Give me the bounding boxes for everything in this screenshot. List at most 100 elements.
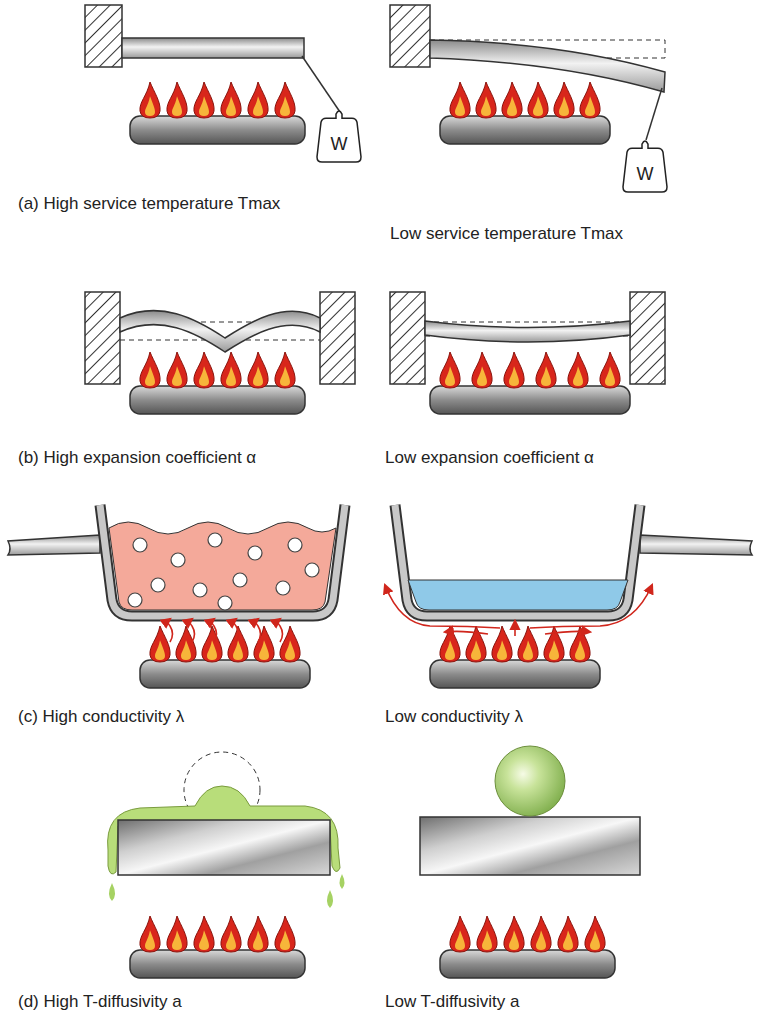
- flame-core: [471, 640, 481, 660]
- caption-label: Low T-diffusivity a: [385, 992, 520, 1012]
- caption-label: (b) High expansion coefficient α: [18, 448, 256, 468]
- pan-wall: [395, 505, 640, 616]
- flame: [194, 352, 214, 388]
- flame-core: [445, 366, 455, 386]
- flame: [140, 352, 160, 388]
- flame-core: [536, 930, 546, 950]
- flame: [504, 352, 524, 388]
- flame-core: [455, 930, 465, 950]
- flame: [221, 82, 241, 118]
- flame-core: [172, 366, 182, 386]
- buckled-beam: [120, 311, 320, 352]
- flame: [176, 626, 196, 662]
- flame: [472, 352, 492, 388]
- caption-label: (d) High T-diffusivity a: [18, 992, 182, 1012]
- burner-base: [430, 660, 600, 688]
- pan-wall-face: [395, 505, 640, 616]
- pan-handle: [8, 535, 100, 555]
- burner: [440, 916, 615, 978]
- wall-support: [85, 292, 120, 384]
- flame: [600, 352, 620, 388]
- burner-base: [440, 116, 610, 144]
- wall-support: [320, 292, 355, 384]
- burner: [430, 352, 630, 414]
- burner-base: [130, 116, 305, 144]
- bubble: [218, 596, 232, 610]
- flame-core: [507, 96, 517, 116]
- flame-core: [259, 640, 269, 660]
- flame-core: [523, 640, 533, 660]
- heat-arrow: [385, 585, 500, 628]
- caption-label: (a) High service temperature Tmax: [18, 194, 280, 214]
- burner: [140, 626, 310, 688]
- heat-arrow: [168, 619, 173, 642]
- flame: [140, 82, 160, 118]
- heat-arrow: [445, 631, 488, 634]
- flame-core: [199, 930, 209, 950]
- flame: [167, 352, 187, 388]
- bubble: [276, 581, 290, 595]
- flame-core: [559, 96, 569, 116]
- flame: [492, 626, 512, 662]
- burner-base: [130, 386, 305, 414]
- pan: [395, 505, 752, 616]
- flame-core: [509, 366, 519, 386]
- flame-core: [155, 640, 165, 660]
- burner: [130, 352, 305, 414]
- pan-handle: [640, 535, 752, 555]
- flame-core: [497, 640, 507, 660]
- flame: [585, 916, 605, 952]
- flame-core: [605, 366, 615, 386]
- string: [646, 88, 662, 140]
- burner: [440, 82, 610, 144]
- bubble: [133, 538, 147, 552]
- flame-core: [575, 640, 585, 660]
- burner-base: [430, 386, 630, 414]
- flame-core: [199, 366, 209, 386]
- weight-block: W: [622, 138, 668, 193]
- flame-core: [481, 96, 491, 116]
- string: [302, 56, 340, 112]
- boiling-liquid: [109, 522, 336, 610]
- heat-arrow: [190, 619, 195, 642]
- pan-wall-face: [100, 505, 345, 616]
- flame: [580, 82, 600, 118]
- flame: [502, 82, 522, 118]
- flame: [476, 82, 496, 118]
- flame-core: [509, 930, 519, 950]
- flame: [167, 916, 187, 952]
- caption-label: Low expansion coefficient α: [385, 448, 594, 468]
- flame: [275, 916, 295, 952]
- flame-core: [541, 366, 551, 386]
- flame-core: [533, 96, 543, 116]
- flame: [528, 82, 548, 118]
- flame: [275, 82, 295, 118]
- bubble: [288, 538, 302, 552]
- drip: [340, 874, 345, 889]
- flame: [450, 916, 470, 952]
- flame: [248, 82, 268, 118]
- flame-core: [226, 96, 236, 116]
- flame: [194, 916, 214, 952]
- flame-core: [280, 366, 290, 386]
- beam: [122, 38, 304, 58]
- flame-core: [549, 640, 559, 660]
- flame: [554, 82, 574, 118]
- flame-core: [590, 930, 600, 950]
- flame: [504, 916, 524, 952]
- flame: [221, 352, 241, 388]
- flame-core: [253, 96, 263, 116]
- flame-core: [477, 366, 487, 386]
- wall-support: [630, 292, 665, 384]
- weight-label: W: [331, 134, 348, 163]
- caption-label: Low service temperature Tmax: [390, 224, 623, 244]
- flame-core: [172, 930, 182, 950]
- weight-block: W: [316, 108, 362, 163]
- wall-support: [390, 5, 430, 67]
- flame: [140, 916, 160, 952]
- flame: [558, 916, 578, 952]
- flame: [194, 82, 214, 118]
- burner: [130, 916, 305, 978]
- bubble: [193, 583, 207, 597]
